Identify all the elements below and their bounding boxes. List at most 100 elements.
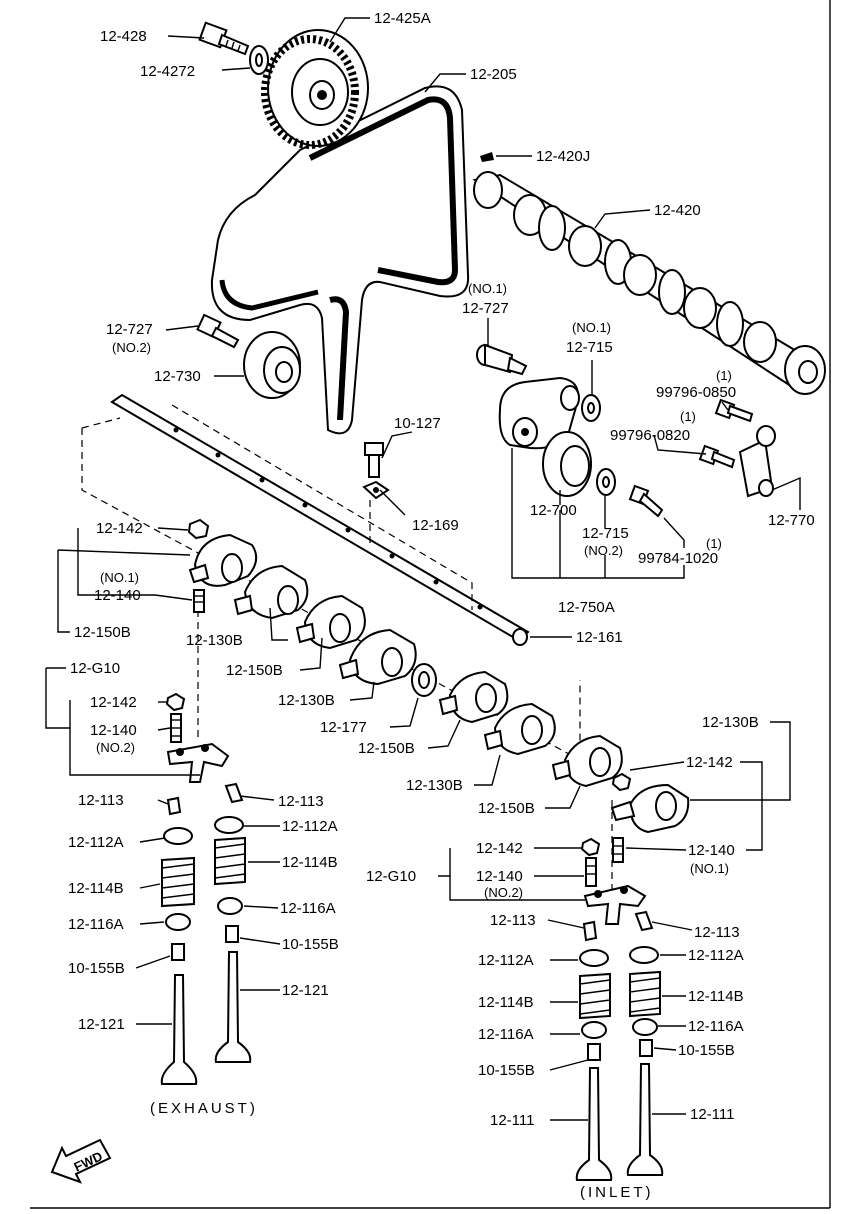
label-12-114b-a: 12-114B bbox=[68, 880, 124, 897]
washer-12-715-no2 bbox=[596, 468, 616, 496]
valve-seal-10-155b-a bbox=[171, 943, 185, 961]
rocker-arm-1 bbox=[188, 533, 258, 587]
label-12-116a-b: 12-116A bbox=[280, 900, 336, 917]
label-10-155b-a: 10-155B bbox=[68, 960, 125, 977]
label-12-750a: 12-750A bbox=[558, 599, 615, 616]
spring-retainer-12-112a-b bbox=[214, 816, 244, 834]
label-no2-727: (NO.2) bbox=[112, 340, 151, 355]
spring-retainer-12-112a-a bbox=[163, 827, 193, 845]
label-12-715-mid: 12-715 bbox=[582, 525, 629, 542]
exhaust-valve-stack-left bbox=[160, 827, 198, 1085]
rocker-arms bbox=[188, 533, 690, 834]
label-12-205: 12-205 bbox=[470, 66, 517, 83]
label-10-155b-d: 10-155B bbox=[678, 1042, 735, 1059]
nut-12-169 bbox=[362, 480, 390, 500]
label-12-113-c: 12-113 bbox=[490, 912, 536, 929]
valve-keeper-12-113-d bbox=[634, 910, 654, 932]
label-12-140-a: 12-140 bbox=[94, 587, 141, 604]
washer-12-715-no1 bbox=[581, 394, 601, 422]
label-12-142-b: 12-142 bbox=[90, 694, 137, 711]
exhaust-valve-stack-right bbox=[214, 816, 252, 1063]
spring-seat-12-116a-d bbox=[632, 1018, 658, 1036]
label-12-727-top: 12-727 bbox=[462, 300, 509, 317]
label-no1-140r: (NO.1) bbox=[690, 861, 729, 876]
rocker-arm-6 bbox=[483, 702, 556, 756]
label-no2-140b: (NO.2) bbox=[96, 740, 135, 755]
label-12-150b-c: 12-150B bbox=[358, 740, 415, 757]
bolt-12-727-no2 bbox=[196, 313, 240, 349]
label-12-111-a: 12-111 bbox=[490, 1112, 534, 1129]
rocker-arm-5 bbox=[438, 670, 509, 724]
label-12-142-a: 12-142 bbox=[96, 520, 143, 537]
label-12-428: 12-428 bbox=[100, 28, 147, 45]
label-12-114b-d: 12-114B bbox=[688, 988, 744, 1005]
valve-spring-12-114b-b bbox=[214, 836, 246, 886]
label-12-121-a: 12-121 bbox=[78, 1016, 125, 1033]
label-12-161: 12-161 bbox=[576, 629, 623, 646]
adjust-nut-12-142-b bbox=[165, 692, 186, 712]
spring-retainer-12-112a-d bbox=[629, 946, 659, 964]
adjust-nut-12-142-r bbox=[611, 772, 632, 792]
bolt-99796-0820 bbox=[698, 444, 736, 469]
timing-belt-12-205 bbox=[210, 85, 470, 435]
label-no2-140c: (NO.2) bbox=[484, 885, 523, 900]
valve-spring-12-114b-a bbox=[161, 856, 195, 908]
spring-seat-12-116a-b bbox=[217, 897, 243, 915]
adjust-screw-12-140-no1-r bbox=[612, 837, 624, 863]
label-12-420j: 12-420J bbox=[536, 148, 590, 165]
label-12-169: 12-169 bbox=[412, 517, 459, 534]
label-no1-727: (NO.1) bbox=[468, 281, 507, 296]
rocker-arm-3 bbox=[295, 594, 366, 650]
label-12-g10-b: 12-G10 bbox=[366, 868, 416, 885]
label-12-111-b: 12-111 bbox=[690, 1106, 734, 1123]
label-12-770: 12-770 bbox=[768, 512, 815, 529]
rocker-arm-7 bbox=[551, 734, 623, 788]
bolt-99796-0850 bbox=[714, 398, 754, 423]
label-10-155b-b: 10-155B bbox=[282, 936, 339, 953]
label-12-715-top: 12-715 bbox=[566, 339, 613, 356]
inlet-valve-12-111-a bbox=[575, 1067, 613, 1181]
camshaft-12-420 bbox=[472, 171, 826, 395]
label-qty-1a: (1) bbox=[716, 368, 732, 383]
label-12-113-d: 12-113 bbox=[694, 924, 740, 941]
label-12-142-c: 12-142 bbox=[476, 840, 523, 857]
adjust-screw-12-140-no2-b bbox=[170, 713, 182, 743]
idler-pulley-12-730 bbox=[243, 331, 301, 399]
label-99796-0850: 99796-0850 bbox=[656, 384, 736, 401]
valve-seal-10-155b-d bbox=[639, 1039, 653, 1057]
adjust-screw-12-140-no1-a bbox=[193, 589, 205, 613]
label-12-113-b: 12-113 bbox=[278, 793, 324, 810]
frame bbox=[30, 0, 831, 1209]
label-12-177: 12-177 bbox=[320, 719, 367, 736]
label-12-140-r: 12-140 bbox=[688, 842, 735, 859]
forward-arrow-icon bbox=[50, 1138, 112, 1184]
label-12-730: 12-730 bbox=[154, 368, 201, 385]
valve-keeper-12-113-a bbox=[166, 796, 182, 816]
bolt-12-727-no1 bbox=[476, 343, 528, 376]
label-12-130b-r: 12-130B bbox=[702, 714, 759, 731]
washer-12-4272 bbox=[249, 45, 269, 75]
label-12-420: 12-420 bbox=[654, 202, 701, 219]
bolt-99784-1020 bbox=[628, 484, 664, 518]
inlet-valve-12-111-b bbox=[626, 1063, 664, 1176]
bolt-10-127 bbox=[364, 442, 384, 478]
label-qty-1c: (1) bbox=[706, 536, 722, 551]
label-12-112a-a: 12-112A bbox=[68, 834, 124, 851]
label-exhaust: (EXHAUST) bbox=[150, 1100, 258, 1117]
rocker-arm-8 bbox=[610, 783, 690, 834]
label-12-112a-b: 12-112A bbox=[282, 818, 338, 835]
rocker-shaft bbox=[110, 393, 530, 642]
exhaust-valve-12-121-a bbox=[160, 974, 198, 1085]
part-labels: 12-428 12-425A 12-4272 12-205 12-420J 12… bbox=[68, 10, 815, 1201]
label-inlet: (INLET) bbox=[580, 1184, 654, 1201]
rocker-arm-4 bbox=[338, 628, 417, 686]
label-12-114b-c: 12-114B bbox=[478, 994, 534, 1011]
label-12-150b-b: 12-150B bbox=[226, 662, 283, 679]
pulley-bolt-12-428 bbox=[198, 21, 250, 56]
label-12-140-b: 12-140 bbox=[90, 722, 137, 739]
rocker-cover-outline bbox=[81, 404, 613, 890]
valve-keeper-12-113-b bbox=[224, 782, 244, 804]
label-12-130b-c: 12-130B bbox=[406, 777, 463, 794]
adjust-nut-12-142-c bbox=[580, 837, 601, 857]
